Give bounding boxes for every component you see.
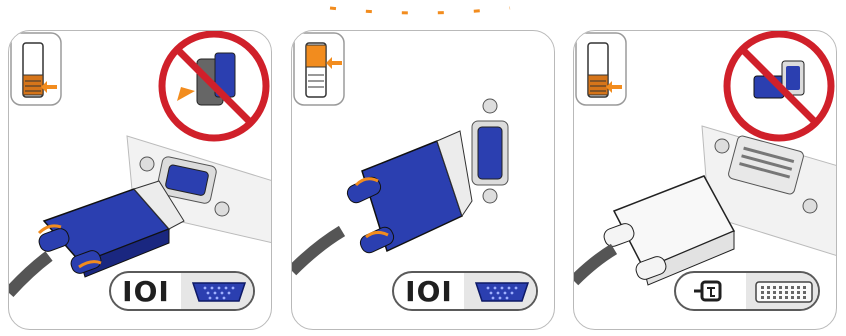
connector-symbol: IOI xyxy=(111,273,181,309)
vga-port-icon xyxy=(472,99,508,203)
panel-vga-direct: IOI xyxy=(291,30,555,330)
vga-port-icon xyxy=(181,273,255,309)
connector-symbol: IOI xyxy=(394,273,464,309)
switch-icon xyxy=(576,33,626,105)
panel-dvi xyxy=(573,30,837,330)
panel-vga-remove-adapter: IOI xyxy=(8,30,272,330)
top-edge-arrow-fragment xyxy=(290,0,560,22)
connector-label-vga: IOI xyxy=(392,271,538,311)
prohibited-sign-icon xyxy=(162,34,266,138)
dvi-cable-plug xyxy=(574,176,734,285)
prohibited-sign-icon xyxy=(727,34,831,138)
connector-label-vga: IOI xyxy=(109,271,255,311)
switch-icon xyxy=(11,33,61,105)
dvi-symbol-icon xyxy=(676,273,746,309)
connector-label-dvi xyxy=(674,271,820,311)
dvi-port-icon xyxy=(746,273,820,309)
vga-port-icon xyxy=(464,273,538,309)
switch-icon xyxy=(294,33,344,105)
vga-cable-plug xyxy=(292,131,472,271)
